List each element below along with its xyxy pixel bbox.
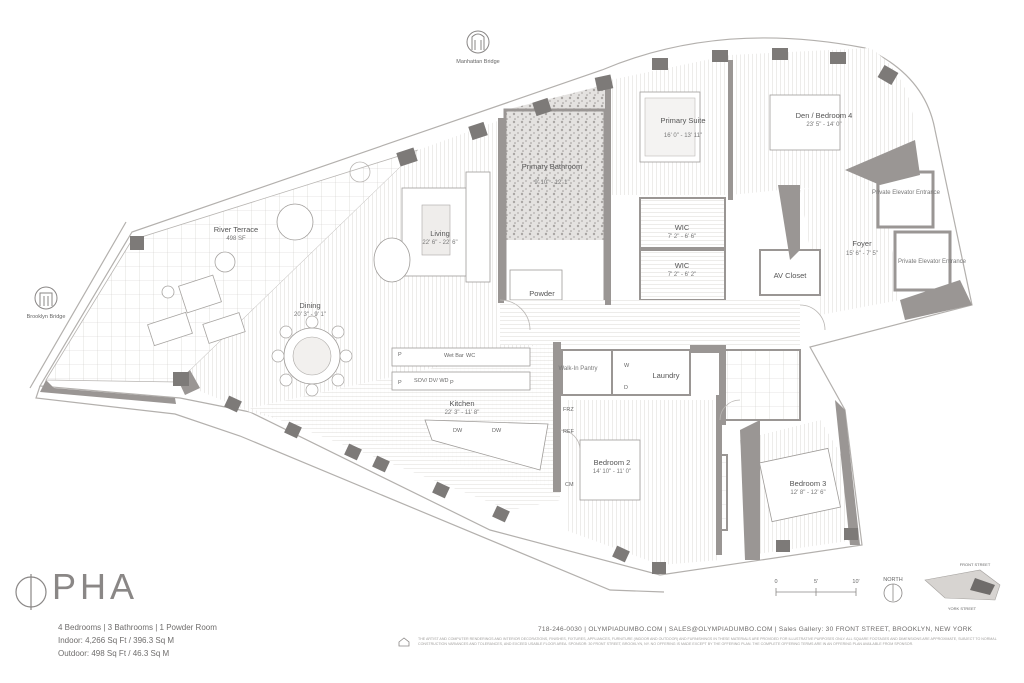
brand-name: PHA [52,566,139,607]
elevator-2-label: Private Elevator Entrance [898,259,967,265]
fixture-p-2: P [398,380,402,386]
key-map [924,569,1001,601]
wic-1-dims: 7' 2" - 6' 6" [668,234,697,240]
fixture-p-1: P [398,352,402,358]
wic-2-floor [639,249,726,301]
elevator-1-label: Private Elevator Entrance [872,190,941,196]
website-link[interactable]: OLYMPIADUMBO.COM [588,626,663,633]
scale-tick-5: 5' [814,579,818,585]
wic-2-dims: 7' 2" - 6' 2" [668,272,697,278]
bedroom-3-dims: 12' 8" - 12' 6" [790,490,825,496]
living-label: Living [430,229,450,238]
manhattan-bridge-icon [466,30,490,54]
brand-logo [15,574,47,610]
fixture-d: D [624,385,628,391]
fixture-cm: CM [565,482,574,488]
kitchen-dims: 22' 3" - 11' 8" [445,410,480,416]
kitchen-label: Kitchen [449,399,474,408]
email-link[interactable]: SALES@OLYMPIADUMBO.COM [668,626,773,633]
bedroom-2-dims: 14' 10" - 11' 0" [593,469,631,475]
bedroom-2-label: Bedroom 2 [594,458,631,467]
building-outline [38,37,973,576]
terrace-furniture [147,251,246,347]
primary-suite-dims: 16' 0" - 13' 11" [664,133,702,139]
north-label: NORTH [883,577,902,583]
wic-1-floor [639,197,726,249]
wic-1-label: WIC [675,223,690,232]
foyer-dims: 15' 6" - 7' 5" [846,251,878,257]
river-terrace-dims: 498 SF [226,236,246,242]
living-dims: 22' 6" - 22' 6" [422,240,457,246]
den-label: Den / Bedroom 4 [796,111,853,120]
front-street-label: FRONT STREET [960,562,991,567]
phone-number[interactable]: 718-246-0030 [538,626,583,633]
contact-line: 718-246-0030 | OLYMPIADUMBO.COM | SALES@… [538,626,973,633]
unit-stats: 4 Bedrooms | 3 Bathrooms | 1 Powder Room… [58,621,217,660]
den-dims: 23' 5" - 14' 0" [806,122,841,128]
scale-tick-10: 10' [852,579,859,585]
gallery-floor [500,300,800,345]
rooms-summary: 4 Bedrooms | 3 Bathrooms | 1 Powder Room [58,623,217,632]
dining-table [271,315,353,397]
foyer-label: Foyer [852,239,872,248]
manhattan-bridge-label: Manhattan Bridge [456,59,499,65]
fixture-wet-bar: Wet Bar [444,353,464,359]
av-closet-label: AV Closet [774,271,808,280]
laundry-label: Laundry [652,371,679,380]
fixture-sov: SOV/ DV/ WD [414,378,449,384]
primary-bath-floor [505,85,605,240]
primary-bathroom-label: Primary Bathroom [522,162,582,171]
primary-bathroom-dims: 9' 10" - 12' 1" [534,180,569,186]
fixture-dw-2: DW [492,428,502,434]
dining-label: Dining [299,301,320,310]
dining-dims: 20' 3" - 9' 1" [294,312,326,318]
fixture-w: W [624,363,630,369]
pantry [561,349,613,396]
equal-housing-icon [398,637,410,647]
wic-2-label: WIC [675,261,690,270]
fixture-dw-1: DW [453,428,463,434]
elevator-2 [893,230,952,292]
kitchen-counters [391,347,549,471]
fixture-p-3: P [450,380,454,386]
north-arrow-icon [883,583,903,603]
indoor-area: Indoor: 4,266 Sq Ft / 396.3 Sq M [58,636,175,645]
laundry [611,349,691,396]
scale-bar [775,588,857,596]
brooklyn-bridge-icon [34,286,58,310]
york-street-label: YORK STREET [948,606,977,611]
bedroom-3-label: Bedroom 3 [790,479,827,488]
brooklyn-bridge-label: Brooklyn Bridge [27,314,66,320]
living-furniture [276,161,491,283]
powder-label: Powder [529,289,555,298]
terrace-edge-outline [29,221,665,593]
fixture-ref: REF [563,429,575,435]
legal-disclaimer: The artist and computer renderings and i… [418,637,997,646]
pantry-label: Walk-In Pantry [558,366,597,372]
river-terrace-label: River Terrace [214,225,258,234]
sales-gallery-address: Sales Gallery: 30 FRONT STREET, BROOKLYN… [778,626,973,633]
fixture-wc: WC [466,353,475,359]
bath-3 [719,349,801,421]
outdoor-area: Outdoor: 498 Sq Ft / 46.3 Sq M [58,649,170,658]
primary-suite-label: Primary Suite [660,116,705,125]
scale-tick-0: 0 [774,579,777,585]
foyer-floor [800,175,900,315]
fixture-frz: FRZ [563,407,574,413]
